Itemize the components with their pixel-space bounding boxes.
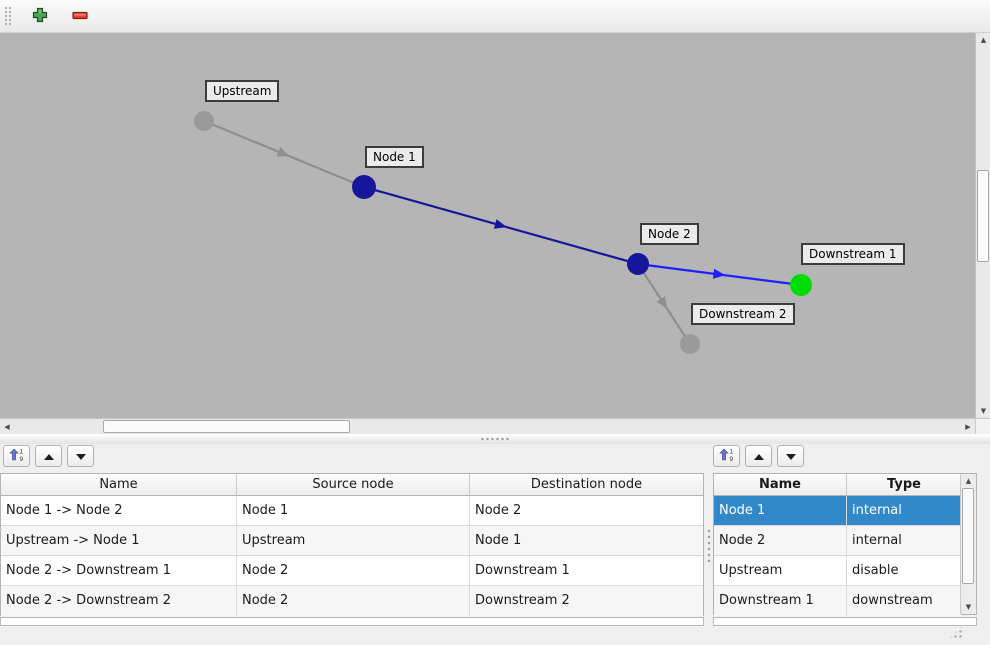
graph-node[interactable] [790,274,812,296]
window-resize-grip[interactable] [948,624,964,640]
table-cell: Upstream [714,556,847,586]
table-cell: Downstream 1 [714,586,847,616]
column-header[interactable]: Name [714,474,847,496]
canvas-horizontal-scrollbar[interactable]: ◀ ▶ [0,418,975,434]
svg-text:9: 9 [19,456,23,463]
node-label[interactable]: Node 2 [640,223,699,245]
edge-arrow-icon [656,296,668,310]
scroll-right-button[interactable]: ▶ [961,419,975,434]
nodes-table-scrollbar[interactable]: ▲ ▼ [960,474,976,614]
main-toolbar [0,0,990,33]
panel-splitter[interactable] [0,434,990,444]
table-row[interactable]: Downstream 1 downstream [714,586,961,616]
nodes-table-footer [713,617,977,626]
edge-sort-button[interactable]: 1 9 [3,445,30,467]
table-cell: Node 2 -> Downstream 1 [1,556,237,586]
column-header[interactable]: Type [847,474,961,496]
remove-button[interactable] [66,3,94,29]
table-cell: internal [847,496,961,526]
minus-icon [71,6,89,27]
table-cell: Upstream -> Node 1 [1,526,237,556]
table-cell: Node 2 [237,586,470,616]
table-cell: downstream [852,593,933,608]
table-cell: Node 1 [237,496,470,526]
graph-node[interactable] [627,253,649,275]
graph-node[interactable] [194,111,214,131]
svg-text:1: 1 [729,448,733,455]
node-sort-button[interactable]: 1 9 [713,445,740,467]
up-arrow-icon [43,449,55,464]
edge-arrow-icon [493,219,507,229]
svg-text:1: 1 [19,448,23,455]
table-cell: Upstream [237,526,470,556]
scroll-down-button[interactable]: ▼ [976,404,990,418]
table-splitter[interactable] [704,473,713,616]
table-cell: internal [847,526,961,556]
table-cell: Node 2 [714,526,847,556]
splitter-handle-icon [480,437,510,441]
scroll-up-button[interactable]: ▲ [961,474,976,488]
table-cell: Node 1 [470,526,703,556]
scroll-up-button[interactable]: ▲ [976,33,990,47]
node-move-down-button[interactable] [777,445,804,467]
down-arrow-icon [75,449,87,464]
scrollbar-corner [975,418,990,434]
edge-move-up-button[interactable] [35,445,62,467]
toolbar-drag-handle[interactable] [4,6,12,26]
column-header[interactable]: Destination node [470,474,703,496]
node-label[interactable]: Downstream 1 [801,243,905,265]
scroll-down-button[interactable]: ▼ [961,600,976,614]
table-cell: Node 2 [470,496,703,526]
node-move-up-button[interactable] [745,445,772,467]
scroll-left-button[interactable]: ◀ [0,419,14,434]
table-cell: Node 1 [714,496,847,526]
vertical-scroll-thumb[interactable] [977,170,989,262]
table-cell: disable [847,556,961,586]
graph-node[interactable] [680,334,700,354]
plus-icon [31,6,49,27]
graph-node[interactable] [352,175,376,199]
down-arrow-icon [785,449,797,464]
add-button[interactable] [26,3,54,29]
edge-arrow-icon [712,268,726,279]
svg-text:9: 9 [729,456,733,463]
sort-ascending-icon: 1 9 [8,447,25,466]
table-cell: Node 2 [237,556,470,586]
table-cell: Downstream 1 [470,556,703,586]
up-arrow-icon [753,449,765,464]
node-label[interactable]: Node 1 [365,146,424,168]
splitter-handle-icon [706,527,711,562]
node-label[interactable]: Upstream [205,80,280,102]
edge-move-down-button[interactable] [67,445,94,467]
horizontal-scroll-thumb[interactable] [103,420,350,433]
column-header[interactable]: Name [1,474,237,496]
sort-ascending-icon: 1 9 [718,447,735,466]
node-label[interactable]: Downstream 2 [691,303,795,325]
graph-svg [194,111,812,354]
table-cell: Downstream 2 [475,593,570,608]
edge-arrow-icon [276,147,290,157]
table-scroll-thumb[interactable] [962,488,974,584]
column-header[interactable]: Source node [237,474,470,496]
canvas-vertical-scrollbar[interactable]: ▲ ▼ [975,33,990,418]
table-cell: Node 2 -> Downstream 2 [1,586,237,616]
table-cell: Node 1 -> Node 2 [1,496,237,526]
edges-table-footer [0,617,704,626]
